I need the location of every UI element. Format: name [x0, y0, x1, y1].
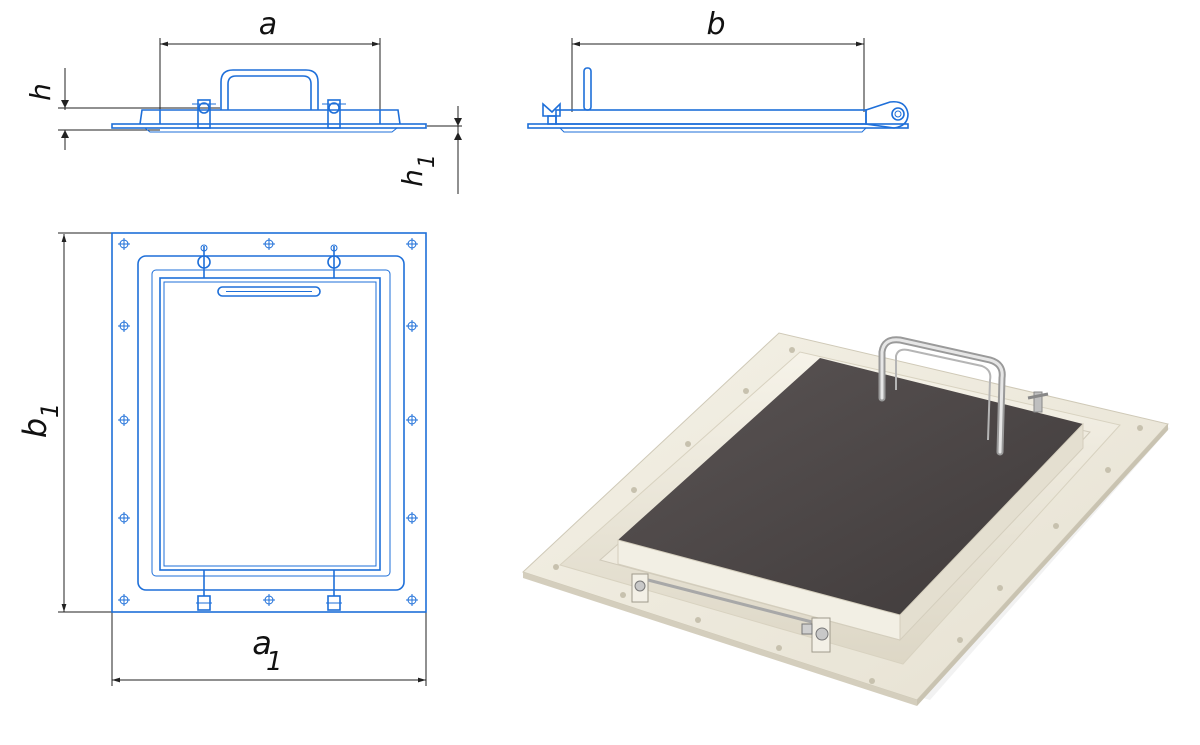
dim-label-a1: a 1: [252, 624, 282, 677]
hinge: [326, 570, 342, 611]
hole: [1053, 523, 1059, 529]
top-view: b 1 a 1: [16, 232, 427, 686]
cover-outline: [159, 277, 381, 571]
flange-edge: [917, 424, 1168, 706]
cover-inner: [163, 281, 377, 567]
svg-text:1: 1: [36, 403, 64, 418]
hole: [406, 238, 418, 250]
hinge: [801, 617, 831, 653]
front-view: a h h 1: [24, 7, 462, 194]
hole: [743, 388, 749, 394]
handle: [227, 75, 312, 110]
hole: [118, 320, 130, 332]
cover-side: [899, 422, 1084, 642]
dim-label-h: h: [24, 83, 57, 101]
isometric-render: [522, 332, 1170, 706]
hole: [695, 617, 701, 623]
svg-text:b: b: [16, 418, 54, 438]
dim-label-b: b: [706, 7, 725, 42]
cover-bottom: [559, 127, 867, 133]
hole: [997, 585, 1003, 591]
cover: [618, 358, 1083, 615]
frame-inner: [151, 269, 391, 577]
mounting-holes: [118, 238, 418, 606]
wing-nut: [542, 102, 561, 125]
arrow: [61, 130, 69, 138]
wing-bolt: [192, 99, 216, 129]
svg-text:1: 1: [266, 647, 283, 677]
frame-outline: [137, 255, 405, 591]
side-view: b: [527, 7, 909, 133]
frame-profile: [159, 110, 381, 124]
hinge: [631, 573, 813, 624]
flange-edge: [111, 123, 427, 129]
arrow: [454, 132, 462, 140]
hole: [406, 512, 418, 524]
hole: [118, 238, 130, 250]
arrow: [61, 100, 69, 108]
cover-bottom: [144, 127, 398, 133]
hole: [406, 320, 418, 332]
hole: [869, 678, 875, 684]
dim-label-a: a: [259, 7, 277, 42]
hole: [263, 238, 275, 250]
handle-top: [217, 286, 321, 297]
flange-outline: [111, 232, 427, 613]
hole: [620, 592, 626, 598]
flange-edge: [523, 572, 917, 706]
svg-text:h: h: [396, 169, 429, 187]
svg-text:1: 1: [415, 154, 440, 168]
handle: [878, 336, 1006, 456]
hole: [776, 645, 782, 651]
dim-label-b1: b 1: [16, 403, 64, 438]
render-holes: [553, 347, 1143, 684]
hole: [553, 564, 559, 570]
hinge: [196, 570, 212, 611]
hole: [118, 512, 130, 524]
hole: [1105, 467, 1111, 473]
hole: [1137, 425, 1143, 431]
dim-label-h1: h 1: [396, 154, 440, 187]
arrow: [454, 118, 462, 126]
hinge: [865, 100, 909, 129]
handle: [583, 67, 592, 111]
frame-profile: [555, 109, 867, 125]
hole: [406, 594, 418, 606]
hole: [263, 594, 275, 606]
svg-text:a: a: [252, 624, 272, 662]
hole: [406, 414, 418, 426]
hole: [789, 347, 795, 353]
hole: [685, 441, 691, 447]
wing-bolt: [327, 244, 341, 278]
hole: [631, 487, 637, 493]
wing-bolt: [322, 99, 346, 129]
wing-bolt: [1027, 391, 1049, 413]
hole: [957, 637, 963, 643]
wing-bolt: [197, 244, 211, 278]
frame-profile: [139, 109, 401, 125]
hole: [118, 414, 130, 426]
hole: [118, 594, 130, 606]
handle: [220, 69, 319, 110]
